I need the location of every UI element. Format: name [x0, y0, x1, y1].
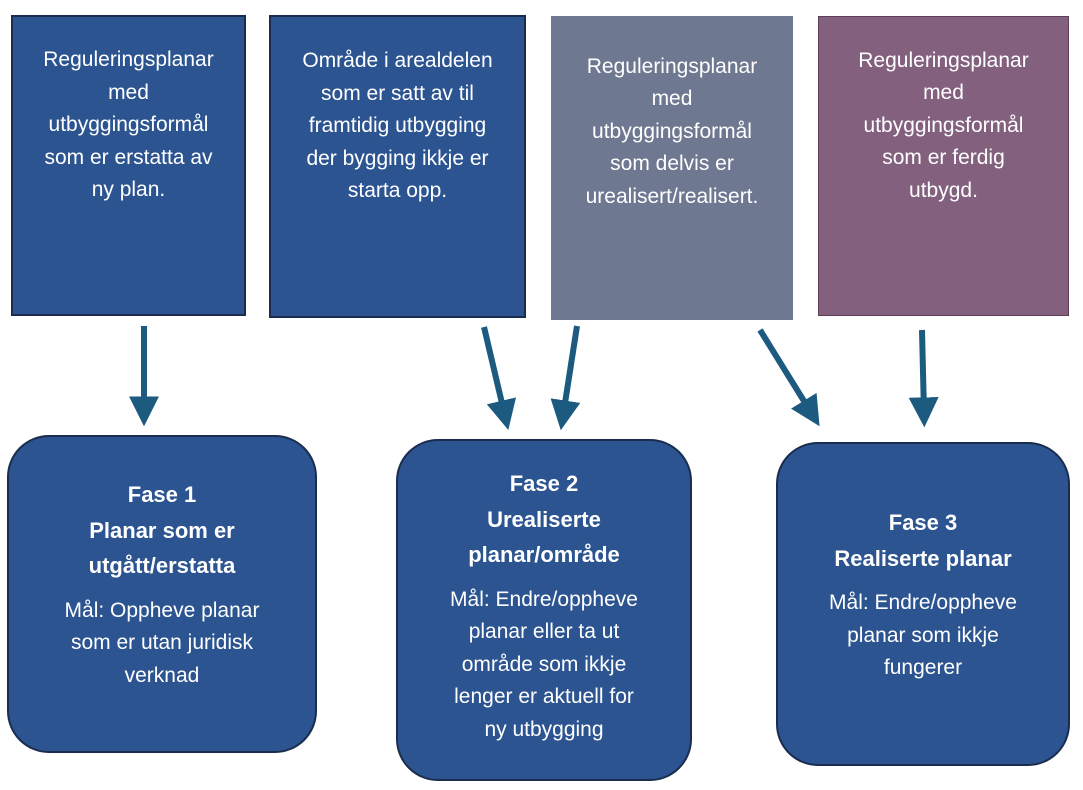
source-box-2-text: Område i arealdelen som er satt av til f… [302, 49, 493, 203]
arrow-4-to-phase-3 [908, 329, 939, 428]
arrow-3-to-phase-2 [550, 325, 581, 431]
phase-2-box: Fase 2 Urealiserte planar/område Mål: En… [396, 439, 692, 781]
source-box-3-text: Reguleringsplanar med utbyggingsformål s… [585, 54, 759, 208]
phase-3-goal: Mål: Endre/oppheve planar som ikkje fung… [829, 591, 1017, 679]
phase-3-title: Fase 3 Realiserte planar [834, 510, 1012, 571]
source-box-1-text: Reguleringsplanar med utbyggingsformål s… [43, 48, 214, 202]
source-box-4: Reguleringsplanar med utbyggingsformål s… [818, 16, 1069, 316]
phase-1-goal: Mål: Oppheve planar som er utan juridisk… [64, 598, 260, 687]
source-box-2: Område i arealdelen som er satt av til f… [269, 15, 526, 318]
source-box-1: Reguleringsplanar med utbyggingsformål s… [11, 15, 246, 316]
source-box-3: Reguleringsplanar med utbyggingsformål s… [551, 16, 793, 320]
phase-2-title: Fase 2 Urealiserte planar/område [468, 471, 620, 567]
arrow-3-to-phase-3 [757, 328, 820, 427]
phase-2-goal: Mål: Endre/oppheve planar eller ta ut om… [450, 587, 638, 741]
phase-1-box: Fase 1 Planar som er utgått/erstatta Mål… [7, 435, 317, 753]
phase-3-box: Fase 3 Realiserte planar Mål: Endre/opph… [776, 442, 1070, 766]
phase-1-title: Fase 1 Planar som er utgått/erstatta [88, 482, 236, 578]
source-box-4-text: Reguleringsplanar med utbyggingsformål s… [858, 48, 1029, 202]
arrow-2-to-phase-2 [481, 326, 517, 431]
